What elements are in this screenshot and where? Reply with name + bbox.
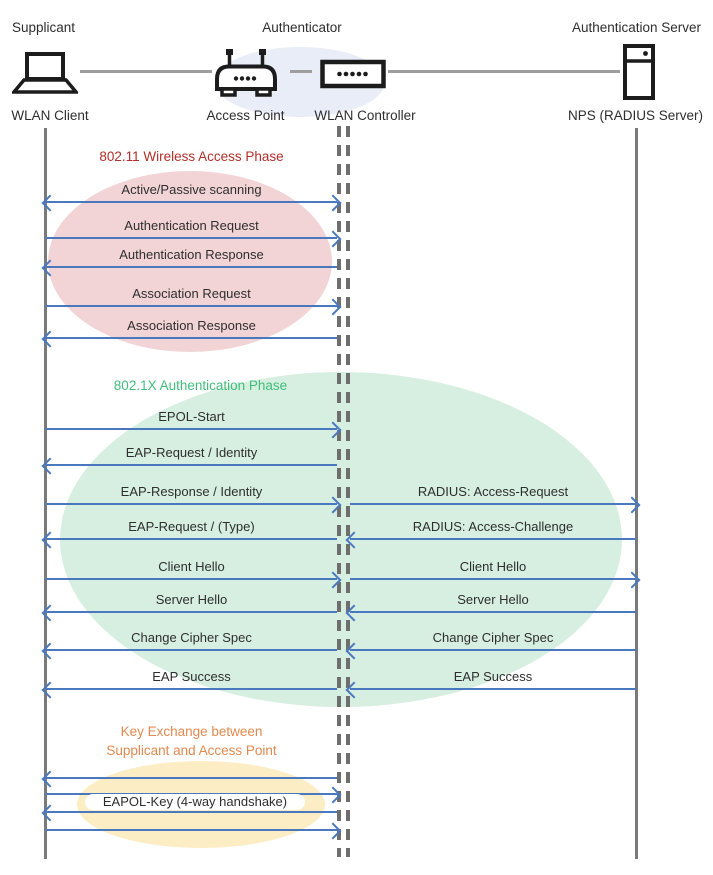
message-label: EAP-Request / Identity	[125, 445, 258, 460]
role-authentication-server: Authentication Server	[571, 20, 702, 35]
message-label: Change Cipher Spec	[432, 630, 554, 645]
message-arrow	[350, 538, 636, 540]
message-arrow	[46, 237, 337, 239]
phase2-title: 802.1X Authentication Phase	[113, 378, 288, 393]
access-point-icon	[214, 48, 278, 102]
message-label: Association Request	[132, 286, 251, 301]
node-label-wlan-controller: WLAN Controller	[314, 108, 416, 123]
message-arrow	[46, 649, 337, 651]
authenticator-lifeline-right	[346, 126, 350, 857]
message-label: Change Cipher Spec	[131, 630, 252, 645]
message-label: Association Response	[127, 318, 256, 333]
phase3-title-line2: Supplicant and Access Point	[106, 743, 277, 758]
message-label: Server Hello	[457, 592, 529, 607]
message-arrow	[46, 503, 337, 505]
message-label: EAP-Request / (Type)	[128, 519, 255, 534]
message-arrow	[46, 305, 337, 307]
message-arrow	[46, 777, 337, 779]
message-arrow	[350, 578, 636, 580]
node-label-wlan-client: WLAN Client	[11, 108, 89, 123]
message-arrow	[46, 428, 337, 430]
message-arrow	[46, 811, 337, 813]
message-arrow	[350, 688, 636, 690]
ap-to-controller-connector	[290, 70, 312, 73]
message-label: EAP Success	[453, 669, 533, 684]
server-lifeline	[635, 128, 638, 859]
node-label-access-point: Access Point	[206, 108, 285, 123]
server-icon	[622, 44, 656, 100]
message-label: Authentication Response	[119, 247, 264, 262]
message-arrow	[46, 266, 337, 268]
message-arrow	[46, 538, 337, 540]
client-to-ap-connector	[80, 70, 212, 73]
wlan-controller-icon	[320, 59, 386, 89]
role-authenticator: Authenticator	[262, 20, 342, 35]
message-arrow	[46, 337, 337, 339]
message-arrow	[350, 503, 636, 505]
message-label: Authentication Request	[124, 218, 259, 233]
message-arrow	[46, 688, 337, 690]
message-arrow	[46, 464, 337, 466]
message-label: Active/Passive scanning	[121, 182, 262, 197]
message-arrow	[46, 829, 337, 831]
message-label: Client Hello	[158, 559, 225, 574]
message-label: RADIUS: Access-Challenge	[412, 519, 574, 534]
message-label: RADIUS: Access-Request	[417, 484, 569, 499]
phase1-title: 802.11 Wireless Access Phase	[99, 149, 284, 164]
message-arrow	[350, 611, 636, 613]
message-label: Server Hello	[155, 592, 228, 607]
phase3-title-line1: Key Exchange between	[120, 724, 263, 739]
message-label: Client Hello	[459, 559, 527, 574]
message-arrow	[350, 649, 636, 651]
role-supplicant: Supplicant	[12, 20, 76, 35]
message-label: EPOL-Start	[158, 409, 225, 424]
message-label: EAP Success	[152, 669, 231, 684]
message-arrow	[46, 578, 337, 580]
message-arrow	[46, 201, 337, 203]
supplicant-lifeline	[44, 128, 47, 859]
node-label-nps: NPS (RADIUS Server)	[567, 108, 704, 123]
authenticator-lifeline-left	[337, 126, 341, 857]
laptop-icon	[10, 52, 80, 96]
message-label: EAPOL-Key (4-way handshake)	[85, 794, 305, 810]
message-label: EAP-Response / Identity	[120, 484, 263, 499]
message-arrow	[46, 611, 337, 613]
controller-to-server-connector	[388, 70, 620, 73]
